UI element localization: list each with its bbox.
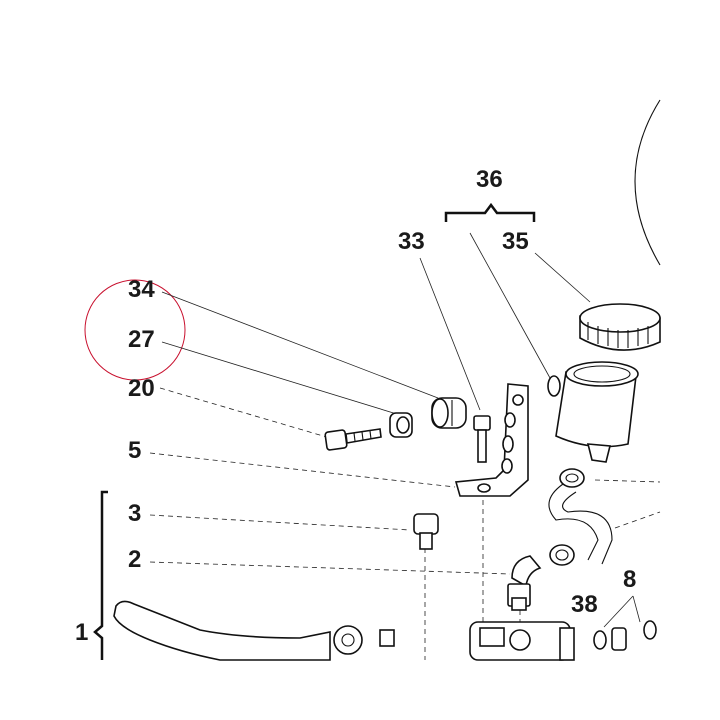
callout-36: 36 — [476, 166, 503, 193]
callout-2: 2 — [128, 546, 141, 573]
hose-part — [548, 481, 613, 565]
callout-1: 1 — [75, 619, 88, 646]
wheel-arc — [634, 99, 661, 266]
bracket-part — [454, 383, 529, 497]
callout-35: 35 — [502, 228, 529, 255]
washer-set-part — [593, 620, 657, 651]
callout-8: 8 — [623, 566, 636, 593]
clamp-lower-part — [549, 544, 575, 566]
elbow-fitting-part — [507, 555, 542, 611]
callout-38: 38 — [571, 591, 598, 618]
brace-1 — [93, 490, 108, 660]
callout-34: 34 — [128, 276, 155, 303]
leader-lines — [149, 232, 661, 660]
reservoir-part — [555, 361, 639, 463]
callout-20: 20 — [128, 375, 155, 402]
lever-assembly-part — [113, 600, 575, 661]
callout-27: 27 — [128, 326, 155, 353]
cap-part — [579, 303, 661, 351]
bolt-part — [324, 428, 382, 451]
reservoir-ring — [547, 375, 561, 397]
highlight-circle — [84, 279, 186, 381]
brace-36 — [444, 202, 536, 222]
clamp-upper-part — [559, 468, 585, 488]
spacer-part — [389, 412, 413, 438]
pin-part — [413, 513, 439, 550]
small-bolt-part — [473, 415, 491, 463]
callout-3: 3 — [128, 500, 141, 527]
callout-5: 5 — [128, 437, 141, 464]
callout-33: 33 — [398, 228, 425, 255]
grommet-part — [431, 397, 467, 429]
